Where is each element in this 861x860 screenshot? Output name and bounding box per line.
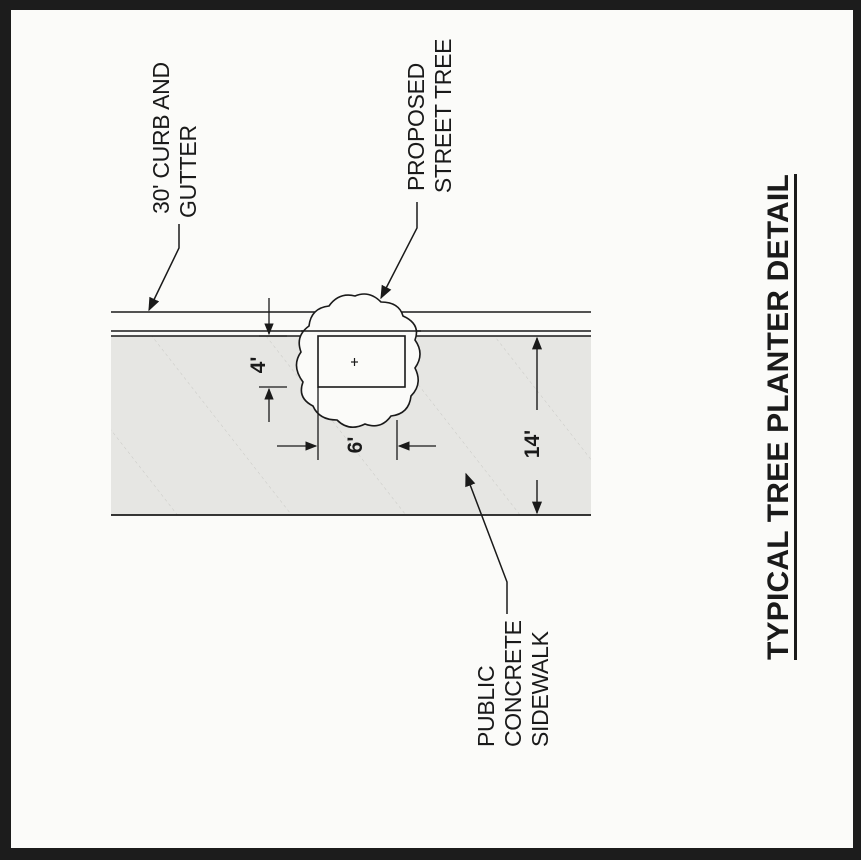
planter-box (317, 335, 406, 388)
tree-callout-line-1: PROPOSED (403, 63, 429, 191)
planter-detail-drawing (111, 202, 591, 614)
street-tree-callout: PROPOSED STREET TREE (403, 38, 457, 194)
sidewalk-callout-line-1: PUBLIC (473, 665, 499, 747)
sidewalk-callout: PUBLIC CONCRETE SIDEWALK (473, 617, 559, 747)
curb-callout-line-2: GUTTER (175, 125, 201, 218)
dim-label-sidewalk-width: 14' (521, 429, 544, 459)
sidewalk-callout-line-2: CONCRETE (500, 620, 526, 747)
drawing-sheet: 30' CURB AND GUTTER PROPOSED STREET TREE… (11, 10, 853, 848)
sidewalk-callout-line-3: SIDEWALK (527, 631, 553, 747)
curb-gutter-callout: 30' CURB AND GUTTER (148, 58, 202, 218)
dim-label-planter-width: 6' (344, 436, 367, 454)
curb-leader (148, 224, 180, 312)
tree-callout-line-2: STREET TREE (430, 38, 456, 194)
dim-label-planter-depth: 4' (247, 356, 270, 374)
tree-leader (380, 202, 418, 300)
sidewalk-leader (465, 472, 508, 614)
detail-title: TYPICAL TREE PLANTER DETAIL (762, 174, 795, 660)
curb-callout-line-1: 30' CURB AND (148, 62, 174, 214)
